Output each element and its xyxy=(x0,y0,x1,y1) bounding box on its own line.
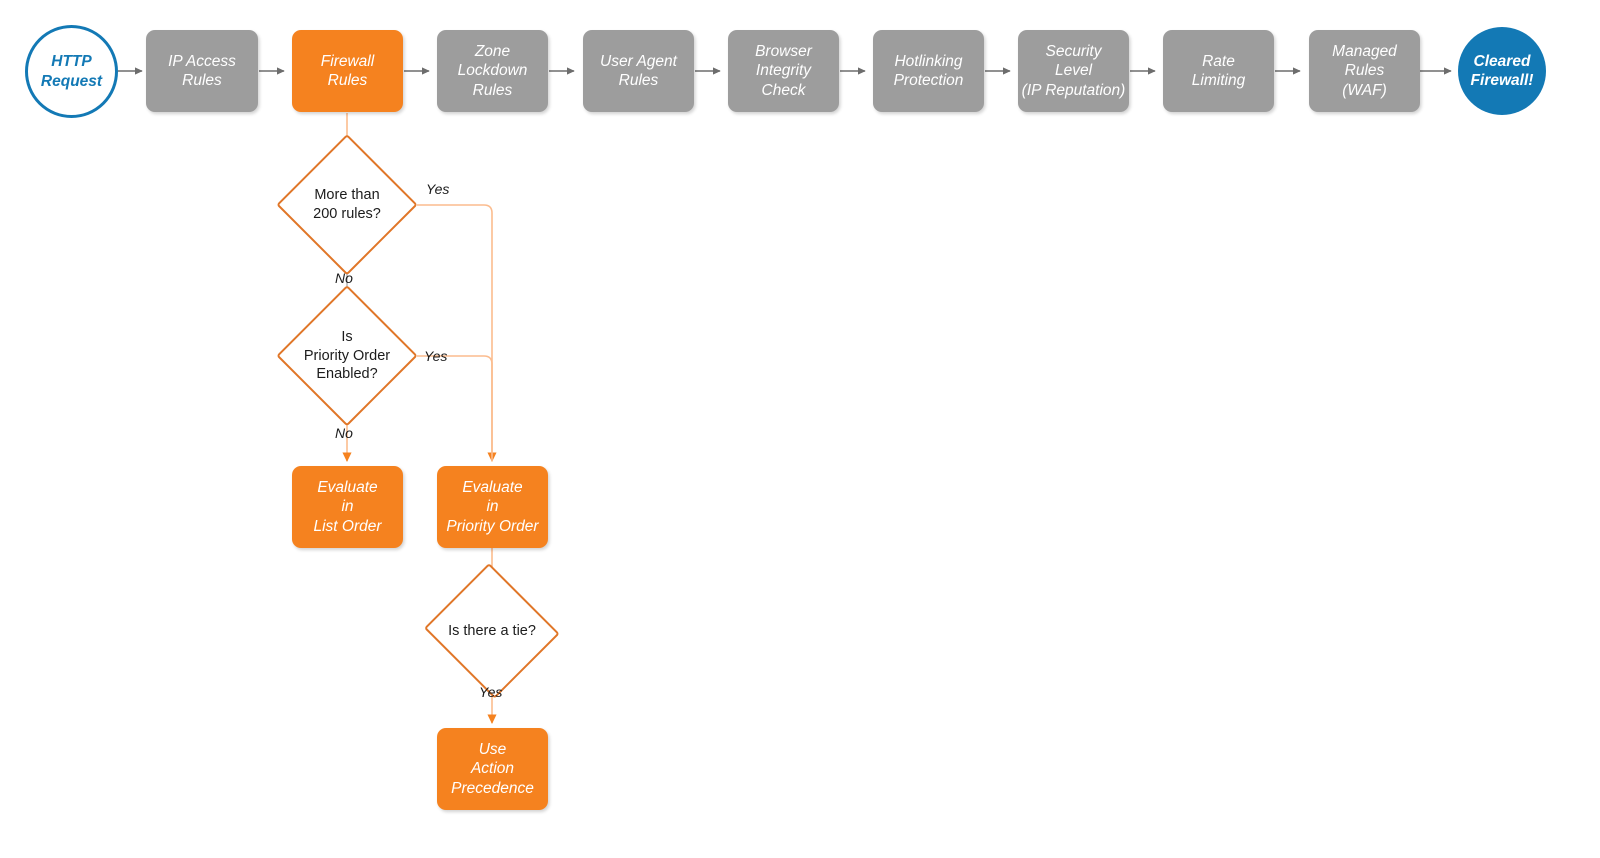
decision-is-there-a-tie[interactable]: Is there a tie? xyxy=(421,563,563,699)
decision-label: Is Priority Order Enabled? xyxy=(303,328,391,383)
node-zone-lockdown-rules[interactable]: Zone Lockdown Rules xyxy=(437,30,548,112)
edge-label-yes-tie: Yes xyxy=(479,684,503,700)
node-use-action-precedence[interactable]: Use Action Precedence xyxy=(437,728,548,810)
decision-label: Is there a tie? xyxy=(448,622,536,639)
decision-is-priority-order-enabled[interactable]: Is Priority Order Enabled? xyxy=(276,285,418,427)
edge-label-no-200rules: No xyxy=(335,270,353,286)
node-cleared-firewall[interactable]: Cleared Firewall! xyxy=(1458,27,1546,115)
node-browser-integrity-check[interactable]: Browser Integrity Check xyxy=(728,30,839,112)
node-user-agent-rules[interactable]: User Agent Rules xyxy=(583,30,694,112)
node-evaluate-in-priority-order[interactable]: Evaluate in Priority Order xyxy=(437,466,548,548)
node-hotlinking-protection[interactable]: Hotlinking Protection xyxy=(873,30,984,112)
node-http-request[interactable]: HTTP Request xyxy=(25,25,118,118)
node-managed-rules-waf[interactable]: Managed Rules (WAF) xyxy=(1309,30,1420,112)
node-firewall-rules[interactable]: Firewall Rules xyxy=(292,30,403,112)
node-evaluate-in-list-order[interactable]: Evaluate in List Order xyxy=(292,466,403,548)
edge-label-yes-200rules: Yes xyxy=(426,181,450,197)
edge-label-no-priority-order: No xyxy=(335,425,353,441)
edge-label-yes-priority-order: Yes xyxy=(424,348,448,364)
node-security-level[interactable]: Security Level (IP Reputation) xyxy=(1018,30,1129,112)
decision-label: More than 200 rules? xyxy=(313,187,381,222)
decision-more-than-200-rules[interactable]: More than 200 rules? xyxy=(276,134,418,276)
node-ip-access-rules[interactable]: IP Access Rules xyxy=(146,30,258,112)
node-rate-limiting[interactable]: Rate Limiting xyxy=(1163,30,1274,112)
